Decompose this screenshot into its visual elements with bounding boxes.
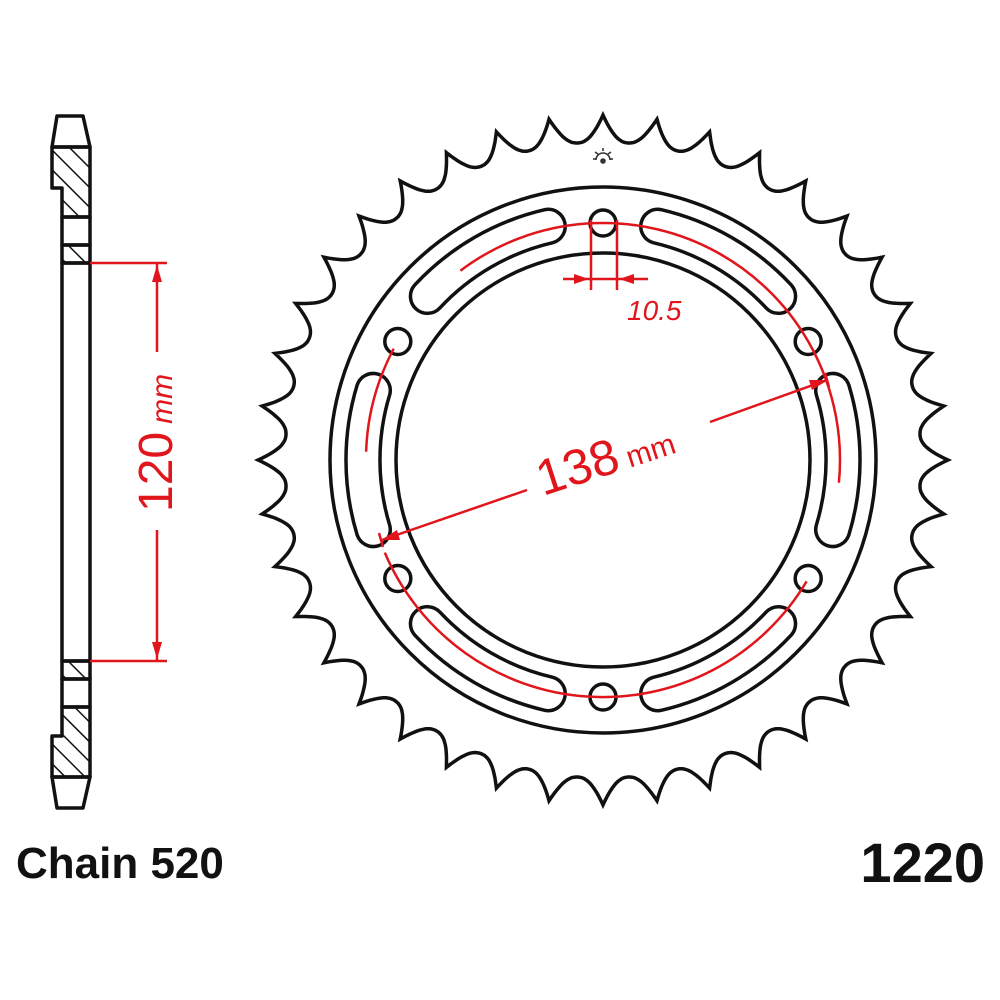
profile-top-hub-hatch bbox=[60, 243, 92, 265]
dimension-120-label: 120mm bbox=[130, 374, 183, 512]
profile-bottom-hatch bbox=[50, 705, 92, 779]
profile-body bbox=[60, 261, 92, 663]
inner-bore-circle bbox=[394, 251, 812, 669]
profile-top-tip bbox=[50, 114, 92, 149]
lightening-slot bbox=[344, 371, 392, 549]
lightening-slots bbox=[344, 207, 862, 713]
chain-size-label: Chain 520 bbox=[16, 839, 224, 888]
bolt-circle-arc bbox=[364, 348, 395, 452]
lightening-slot bbox=[408, 604, 567, 713]
bolt-hole bbox=[383, 326, 413, 357]
profile-top-hatch bbox=[50, 145, 92, 219]
profile-bottom-tip bbox=[50, 775, 92, 810]
part-number-label: 1220 bbox=[860, 831, 985, 894]
profile-bottom-hub-hatch bbox=[60, 659, 92, 681]
side-profile-view bbox=[50, 114, 92, 810]
bolt-hole bbox=[793, 563, 823, 594]
bolt-circle-arcs bbox=[364, 221, 842, 699]
lightening-slot bbox=[408, 207, 567, 316]
bolt-circle-arc bbox=[459, 221, 842, 483]
dimension-138-label: 138mm bbox=[529, 410, 681, 507]
bolt-circle-arc bbox=[383, 552, 808, 699]
bolt-hole bbox=[383, 563, 413, 594]
lightening-slot bbox=[814, 371, 862, 549]
dimension-hole-10-5 bbox=[563, 220, 648, 290]
dimension-138mm bbox=[377, 372, 831, 548]
sprocket-teeth-outline bbox=[253, 110, 953, 810]
bolt-hole bbox=[793, 326, 823, 357]
dimension-10-5-label: 10.5 bbox=[627, 295, 682, 326]
lightening-slot bbox=[639, 207, 798, 316]
lightening-slot bbox=[639, 604, 798, 713]
dimension-120mm bbox=[90, 261, 167, 663]
outer-ring-circle bbox=[328, 185, 878, 735]
star-logo-icon bbox=[593, 148, 613, 164]
